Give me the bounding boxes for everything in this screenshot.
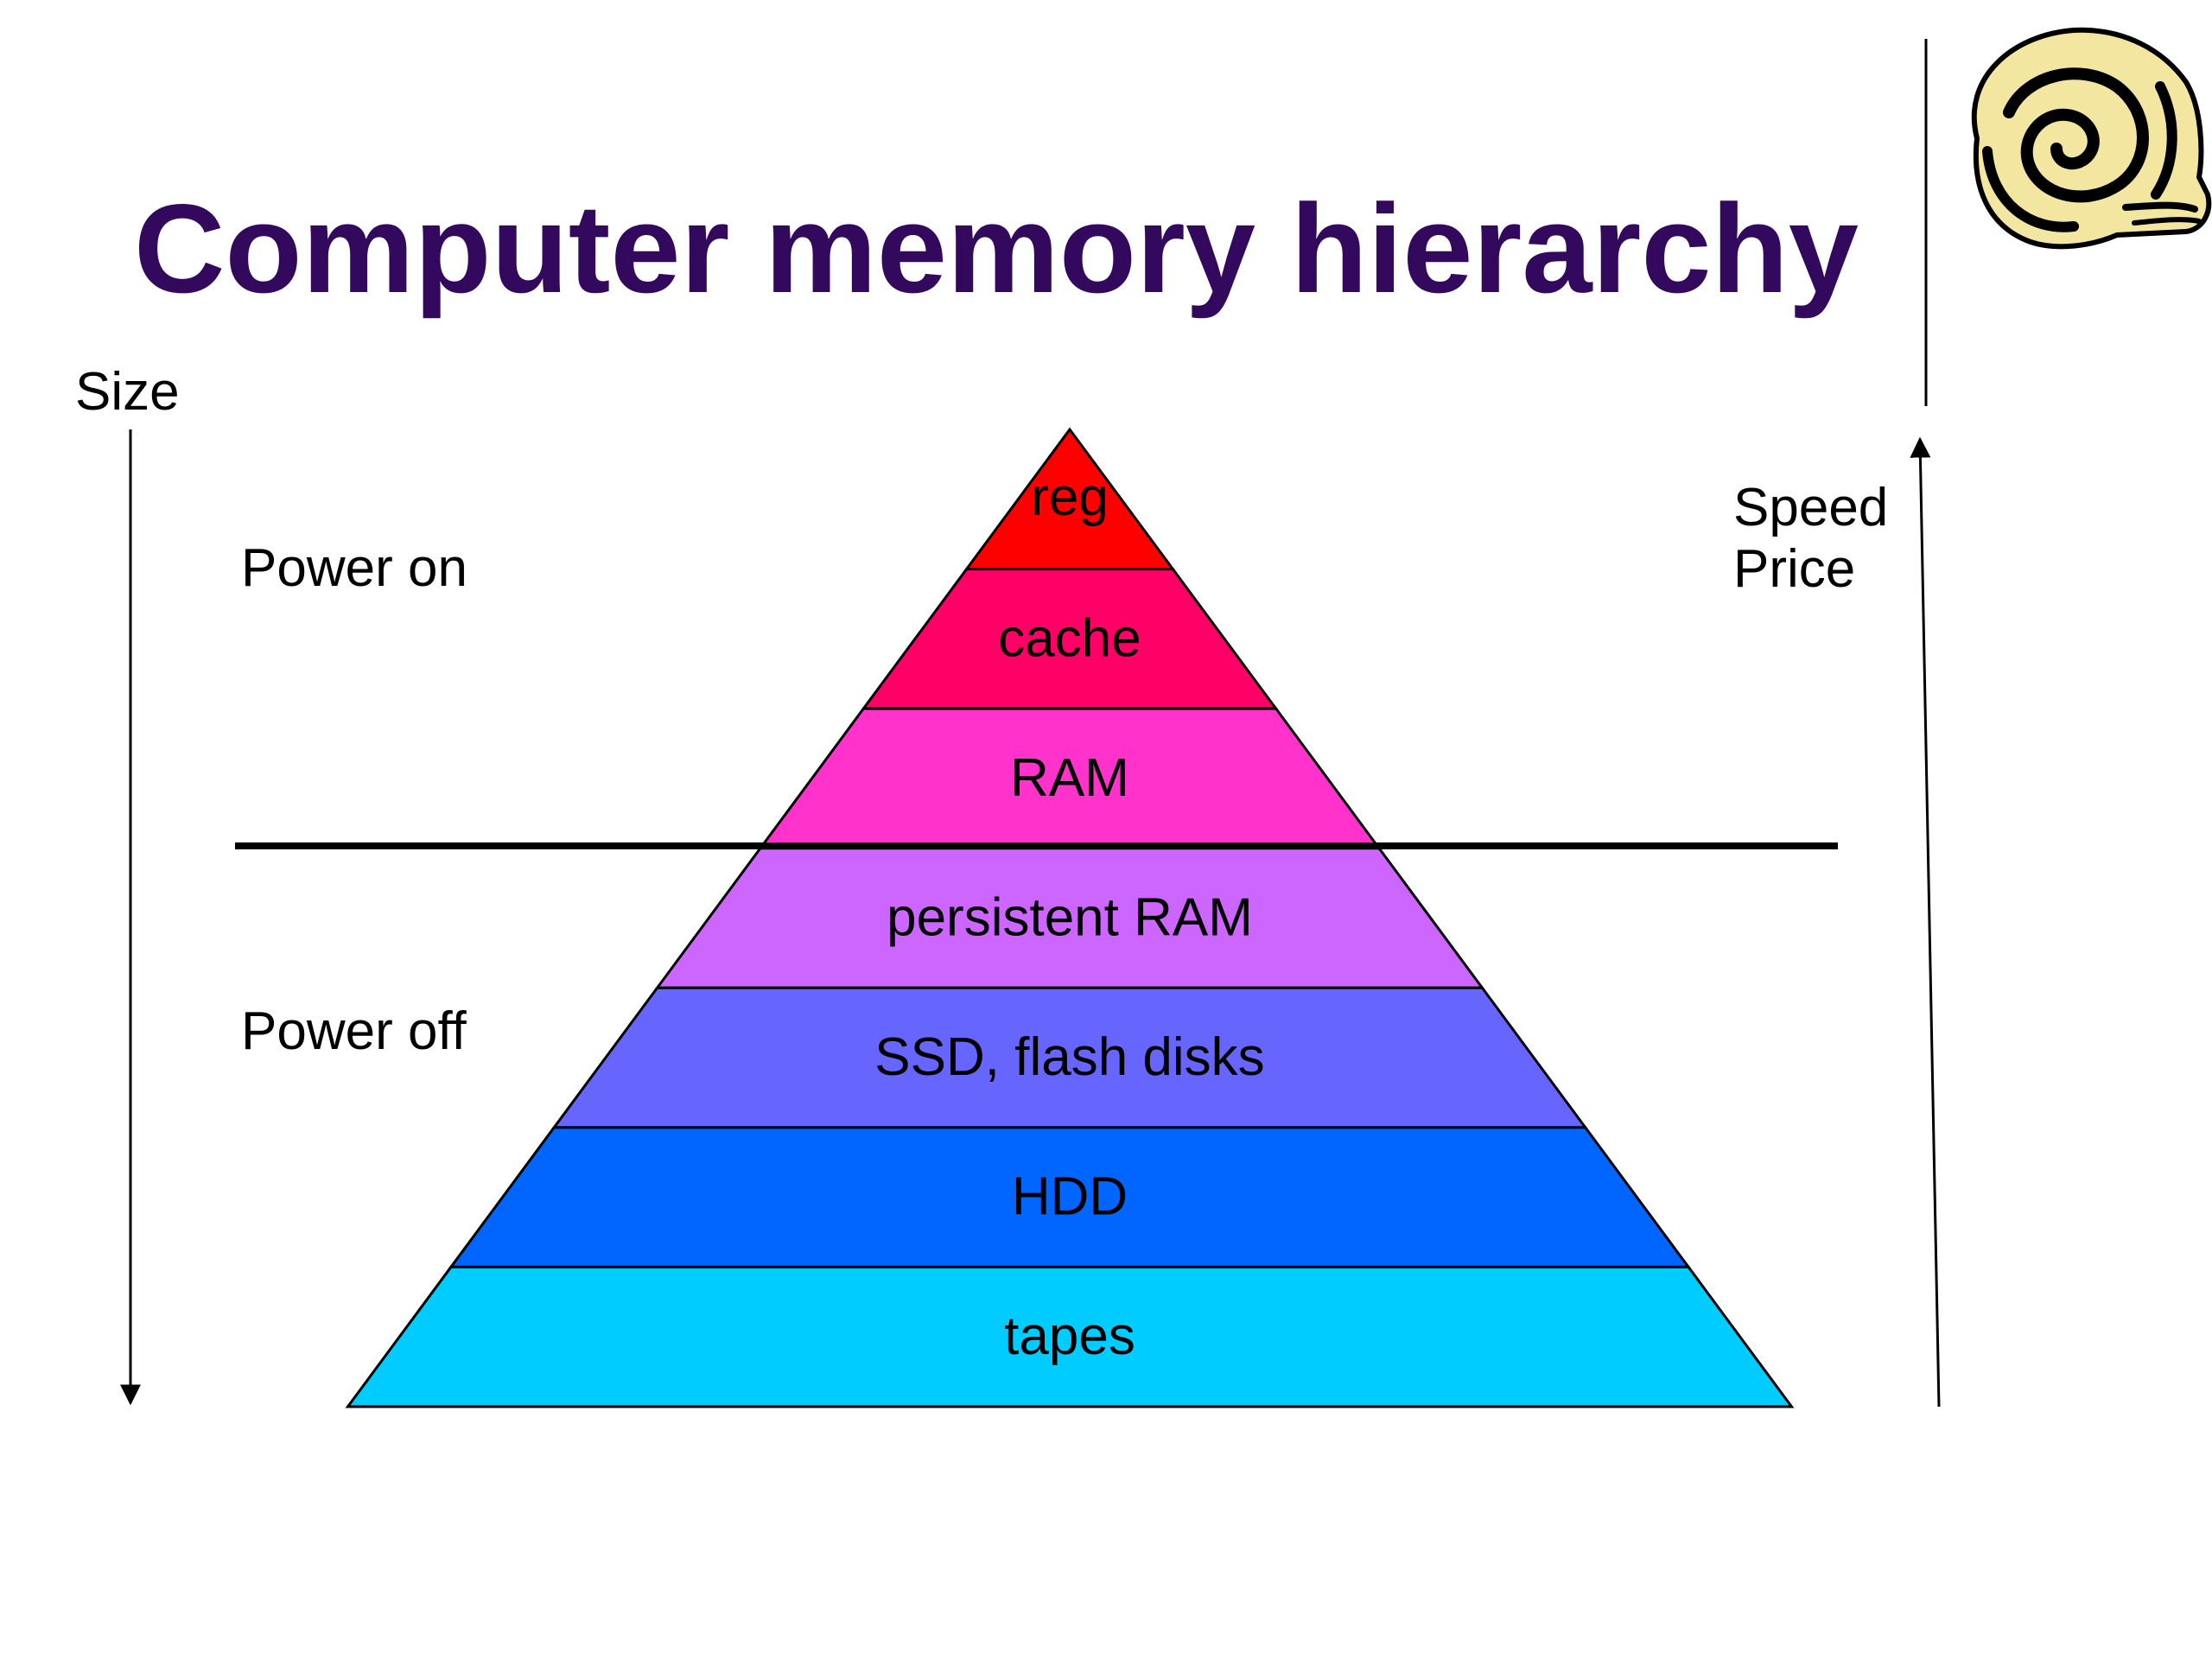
- pyramid-level-label: SSD, flash disks: [874, 1027, 1264, 1087]
- pyramid-level-label: reg: [1031, 467, 1109, 527]
- pyramid-level-label: HDD: [1012, 1167, 1128, 1227]
- slide-title: Computer memory hierarchy: [134, 178, 1859, 319]
- pyramid-level-label: RAM: [1010, 748, 1129, 808]
- pyramid-level-label: persistent RAM: [887, 888, 1253, 948]
- pyramid-level-6: [345, 1265, 1795, 1408]
- pyramid-level-label: tapes: [1004, 1306, 1135, 1366]
- power-on-label: Power on: [241, 538, 467, 598]
- scroll-icon: [1971, 27, 2212, 250]
- pyramid-level-label: cache: [998, 608, 1141, 668]
- speed-price-label: Speed Price: [1733, 477, 1888, 601]
- speed-label: Speed: [1733, 478, 1889, 537]
- size-label: Size: [75, 362, 180, 422]
- power-off-label: Power off: [241, 1001, 467, 1061]
- price-label: Price: [1733, 539, 1856, 600]
- speed-price-arrow: [1910, 436, 1941, 1408]
